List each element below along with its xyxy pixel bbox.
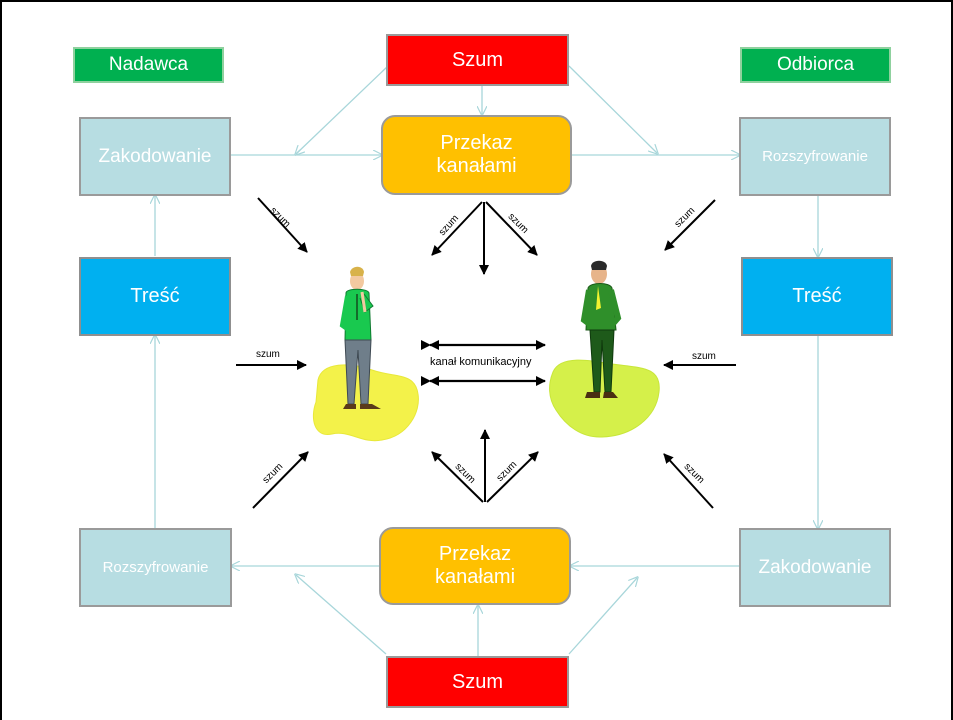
noise-arrow-top-left xyxy=(257,197,308,253)
connector-noise-left-arrow xyxy=(296,150,300,154)
noise-arrow-top-right xyxy=(664,199,716,251)
noise-box-bottom: Szum xyxy=(386,656,569,708)
standing-man-figure xyxy=(580,260,622,398)
connector-noise-bottom-left-diag xyxy=(296,575,387,655)
noise-label-right-mid: szum xyxy=(692,351,716,362)
noise-arrow-bottom-left xyxy=(252,451,309,509)
encode-box-left: Zakodowanie xyxy=(79,117,231,196)
connector-noise-right-diag xyxy=(568,65,657,153)
connector-noise-bottom-right-diag xyxy=(568,578,637,655)
content-box-right: Treść xyxy=(741,257,893,336)
noise-label-left-mid: szum xyxy=(256,349,280,360)
sender-label: Nadawca xyxy=(73,47,224,83)
noise-box-top: Szum xyxy=(386,34,569,86)
decode-box-left: Rozszyfrowanie xyxy=(79,528,232,607)
noise-arrow-bottom-right xyxy=(663,453,714,509)
decode-box-right: Rozszyfrowanie xyxy=(739,117,891,196)
connector-noise-left-diag xyxy=(295,65,389,155)
channel-arrow-top-left xyxy=(431,201,483,256)
content-box-left: Treść xyxy=(79,257,231,336)
channel-label: kanał komunikacyjny xyxy=(430,356,532,368)
channel-arrow-top-right xyxy=(485,201,538,256)
channel-box-top: Przekaz kanałami xyxy=(381,115,572,195)
encode-box-right: Zakodowanie xyxy=(739,528,891,607)
channel-arrow-bottom-right xyxy=(486,451,539,503)
receiver-label: Odbiorca xyxy=(740,47,891,83)
thinking-man-figure xyxy=(339,266,381,409)
channel-box-bottom: Przekaz kanałami xyxy=(379,527,571,605)
channel-arrow-bottom-left xyxy=(431,451,484,503)
